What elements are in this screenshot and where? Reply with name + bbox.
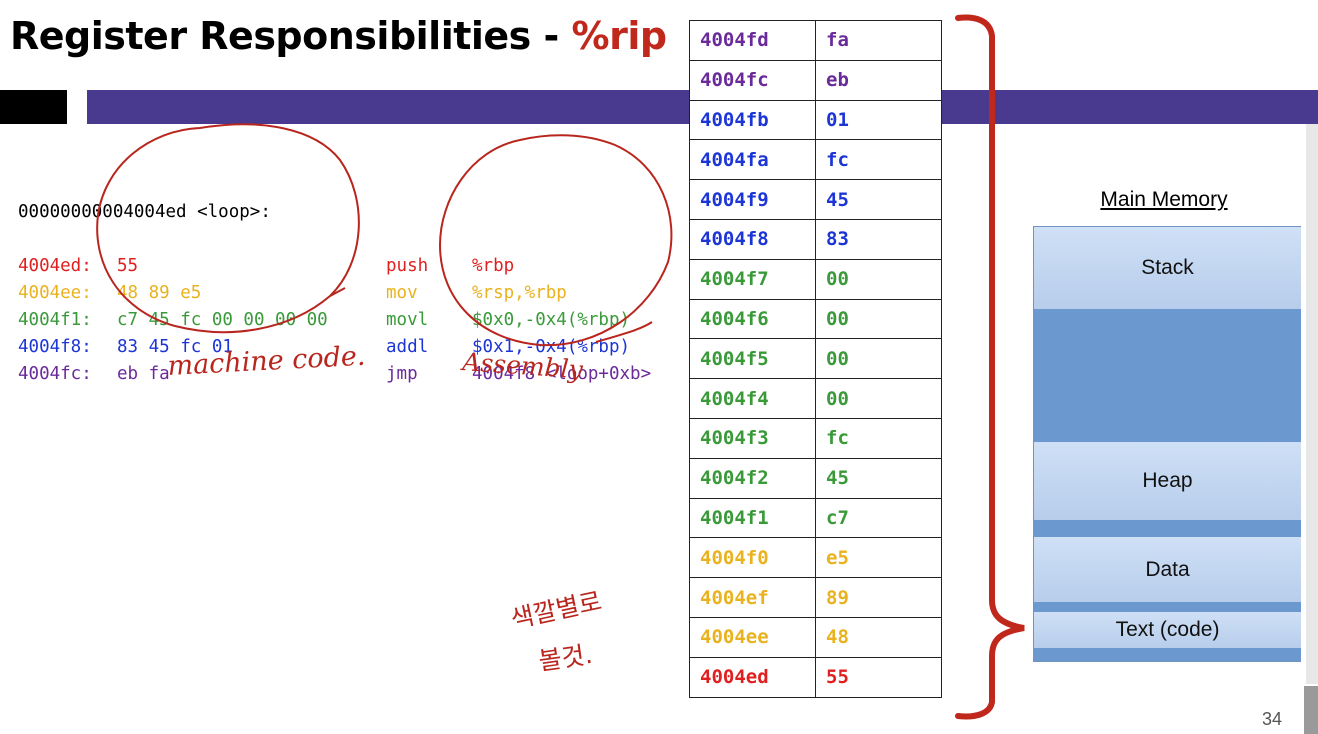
disassembly-line: 4004fc: eb fa jmp 4004f8 <loop+0xb>	[18, 361, 651, 388]
memory-byte-value: 00	[815, 338, 942, 380]
disassembly-line: 4004ee: 48 89 e5 mov %rsp,%rbp	[18, 280, 567, 307]
instruction-operands: $0x0,-0x4(%rbp)	[472, 310, 631, 330]
memory-address: 4004f7	[689, 258, 816, 300]
disassembly-header-text: 00000000004004ed <loop>:	[18, 202, 271, 222]
slide-edge	[1306, 124, 1318, 684]
free-space-segment	[1034, 309, 1301, 442]
memory-address: 4004ed	[689, 656, 816, 698]
data-label: Data	[1145, 557, 1190, 581]
machine-code-bytes: 55	[117, 256, 139, 276]
gap-segment-3	[1034, 648, 1301, 661]
header-black-block	[0, 90, 67, 124]
assembly-circle-tail	[595, 321, 653, 343]
instruction-operands: $0x1,-0x4(%rbp)	[472, 337, 631, 357]
heap-segment: Heap	[1034, 442, 1301, 520]
instruction-address: 4004ee:	[18, 283, 92, 303]
memory-address: 4004fb	[689, 99, 816, 141]
instruction-operands: 4004f8 <loop+0xb>	[472, 364, 652, 384]
disassembly-header: 00000000004004ed <loop>:	[18, 199, 271, 226]
memory-address: 4004fc	[689, 59, 816, 101]
slide-edge-footer	[1304, 686, 1318, 734]
disassembly-line: 4004f8: 83 45 fc 01 addl $0x1,-0x4(%rbp)	[18, 334, 630, 361]
assembly-circle	[438, 134, 673, 347]
machine-code-note: machine code.	[167, 341, 366, 382]
memory-byte-value: c7	[815, 497, 942, 539]
memory-byte-value: 48	[815, 616, 942, 658]
disassembly-line: 4004ed: 55 push %rbp	[18, 253, 514, 280]
memory-byte-value: 00	[815, 298, 942, 340]
machine-code-bytes: 83 45 fc 01	[117, 337, 233, 357]
gap-segment-2	[1034, 602, 1301, 612]
memory-byte-value: eb	[815, 59, 942, 101]
instruction-opcode: addl	[386, 337, 429, 357]
memory-byte-value: 55	[815, 656, 942, 698]
title-prefix: Register Responsibilities -	[10, 14, 572, 58]
gap-segment-1	[1034, 520, 1301, 537]
instruction-operands: %rsp,%rbp	[472, 283, 567, 303]
instruction-opcode: movl	[386, 310, 429, 330]
machine-code-bytes: eb fa	[117, 364, 170, 384]
text-segment: Text (code)	[1034, 612, 1301, 648]
memory-byte-value: 89	[815, 577, 942, 618]
title-accent: %rip	[571, 14, 668, 58]
memory-byte-value: e5	[815, 537, 942, 579]
korean-note-line2: 볼것.	[537, 640, 594, 676]
instruction-address: 4004fc:	[18, 364, 92, 384]
memory-address: 4004ef	[689, 577, 816, 618]
korean-note-line1: 색깔별로	[508, 586, 604, 633]
memory-byte-value: 01	[815, 99, 942, 141]
memory-address: 4004f1	[689, 497, 816, 539]
instruction-address: 4004f8:	[18, 337, 92, 357]
memory-address: 4004fd	[689, 20, 816, 61]
machine-code-circle-tail	[329, 287, 346, 297]
memory-address: 4004ee	[689, 616, 816, 658]
machine-code-circle	[96, 123, 360, 334]
memory-address: 4004fa	[689, 139, 816, 181]
instruction-opcode: mov	[386, 283, 418, 303]
memory-byte-value: 00	[815, 258, 942, 300]
text-label: Text (code)	[1115, 618, 1220, 641]
stack-label: Stack	[1141, 256, 1194, 279]
page-number: 34	[1262, 709, 1283, 729]
memory-address: 4004f5	[689, 338, 816, 380]
data-segment: Data	[1034, 537, 1301, 602]
instruction-opcode: push	[386, 256, 429, 276]
instruction-operands: %rbp	[472, 256, 515, 276]
memory-range-bracket	[955, 14, 1025, 720]
memory-address: 4004f0	[689, 537, 816, 579]
memory-address: 4004f9	[689, 179, 816, 220]
memory-address: 4004f2	[689, 457, 816, 499]
memory-address: 4004f8	[689, 218, 816, 260]
assembly-note: Assembly	[460, 347, 585, 385]
slide-title: Register Responsibilities - %rip	[10, 14, 667, 58]
instruction-opcode: jmp	[386, 364, 418, 384]
machine-code-bytes: 48 89 e5	[117, 283, 202, 303]
stack-segment: Stack	[1034, 227, 1301, 309]
memory-byte-value: fc	[815, 417, 942, 459]
instruction-address: 4004f1:	[18, 310, 92, 330]
heap-label: Heap	[1142, 469, 1193, 492]
instruction-address: 4004ed:	[18, 256, 92, 276]
main-memory-title: Main Memory	[1100, 188, 1228, 211]
